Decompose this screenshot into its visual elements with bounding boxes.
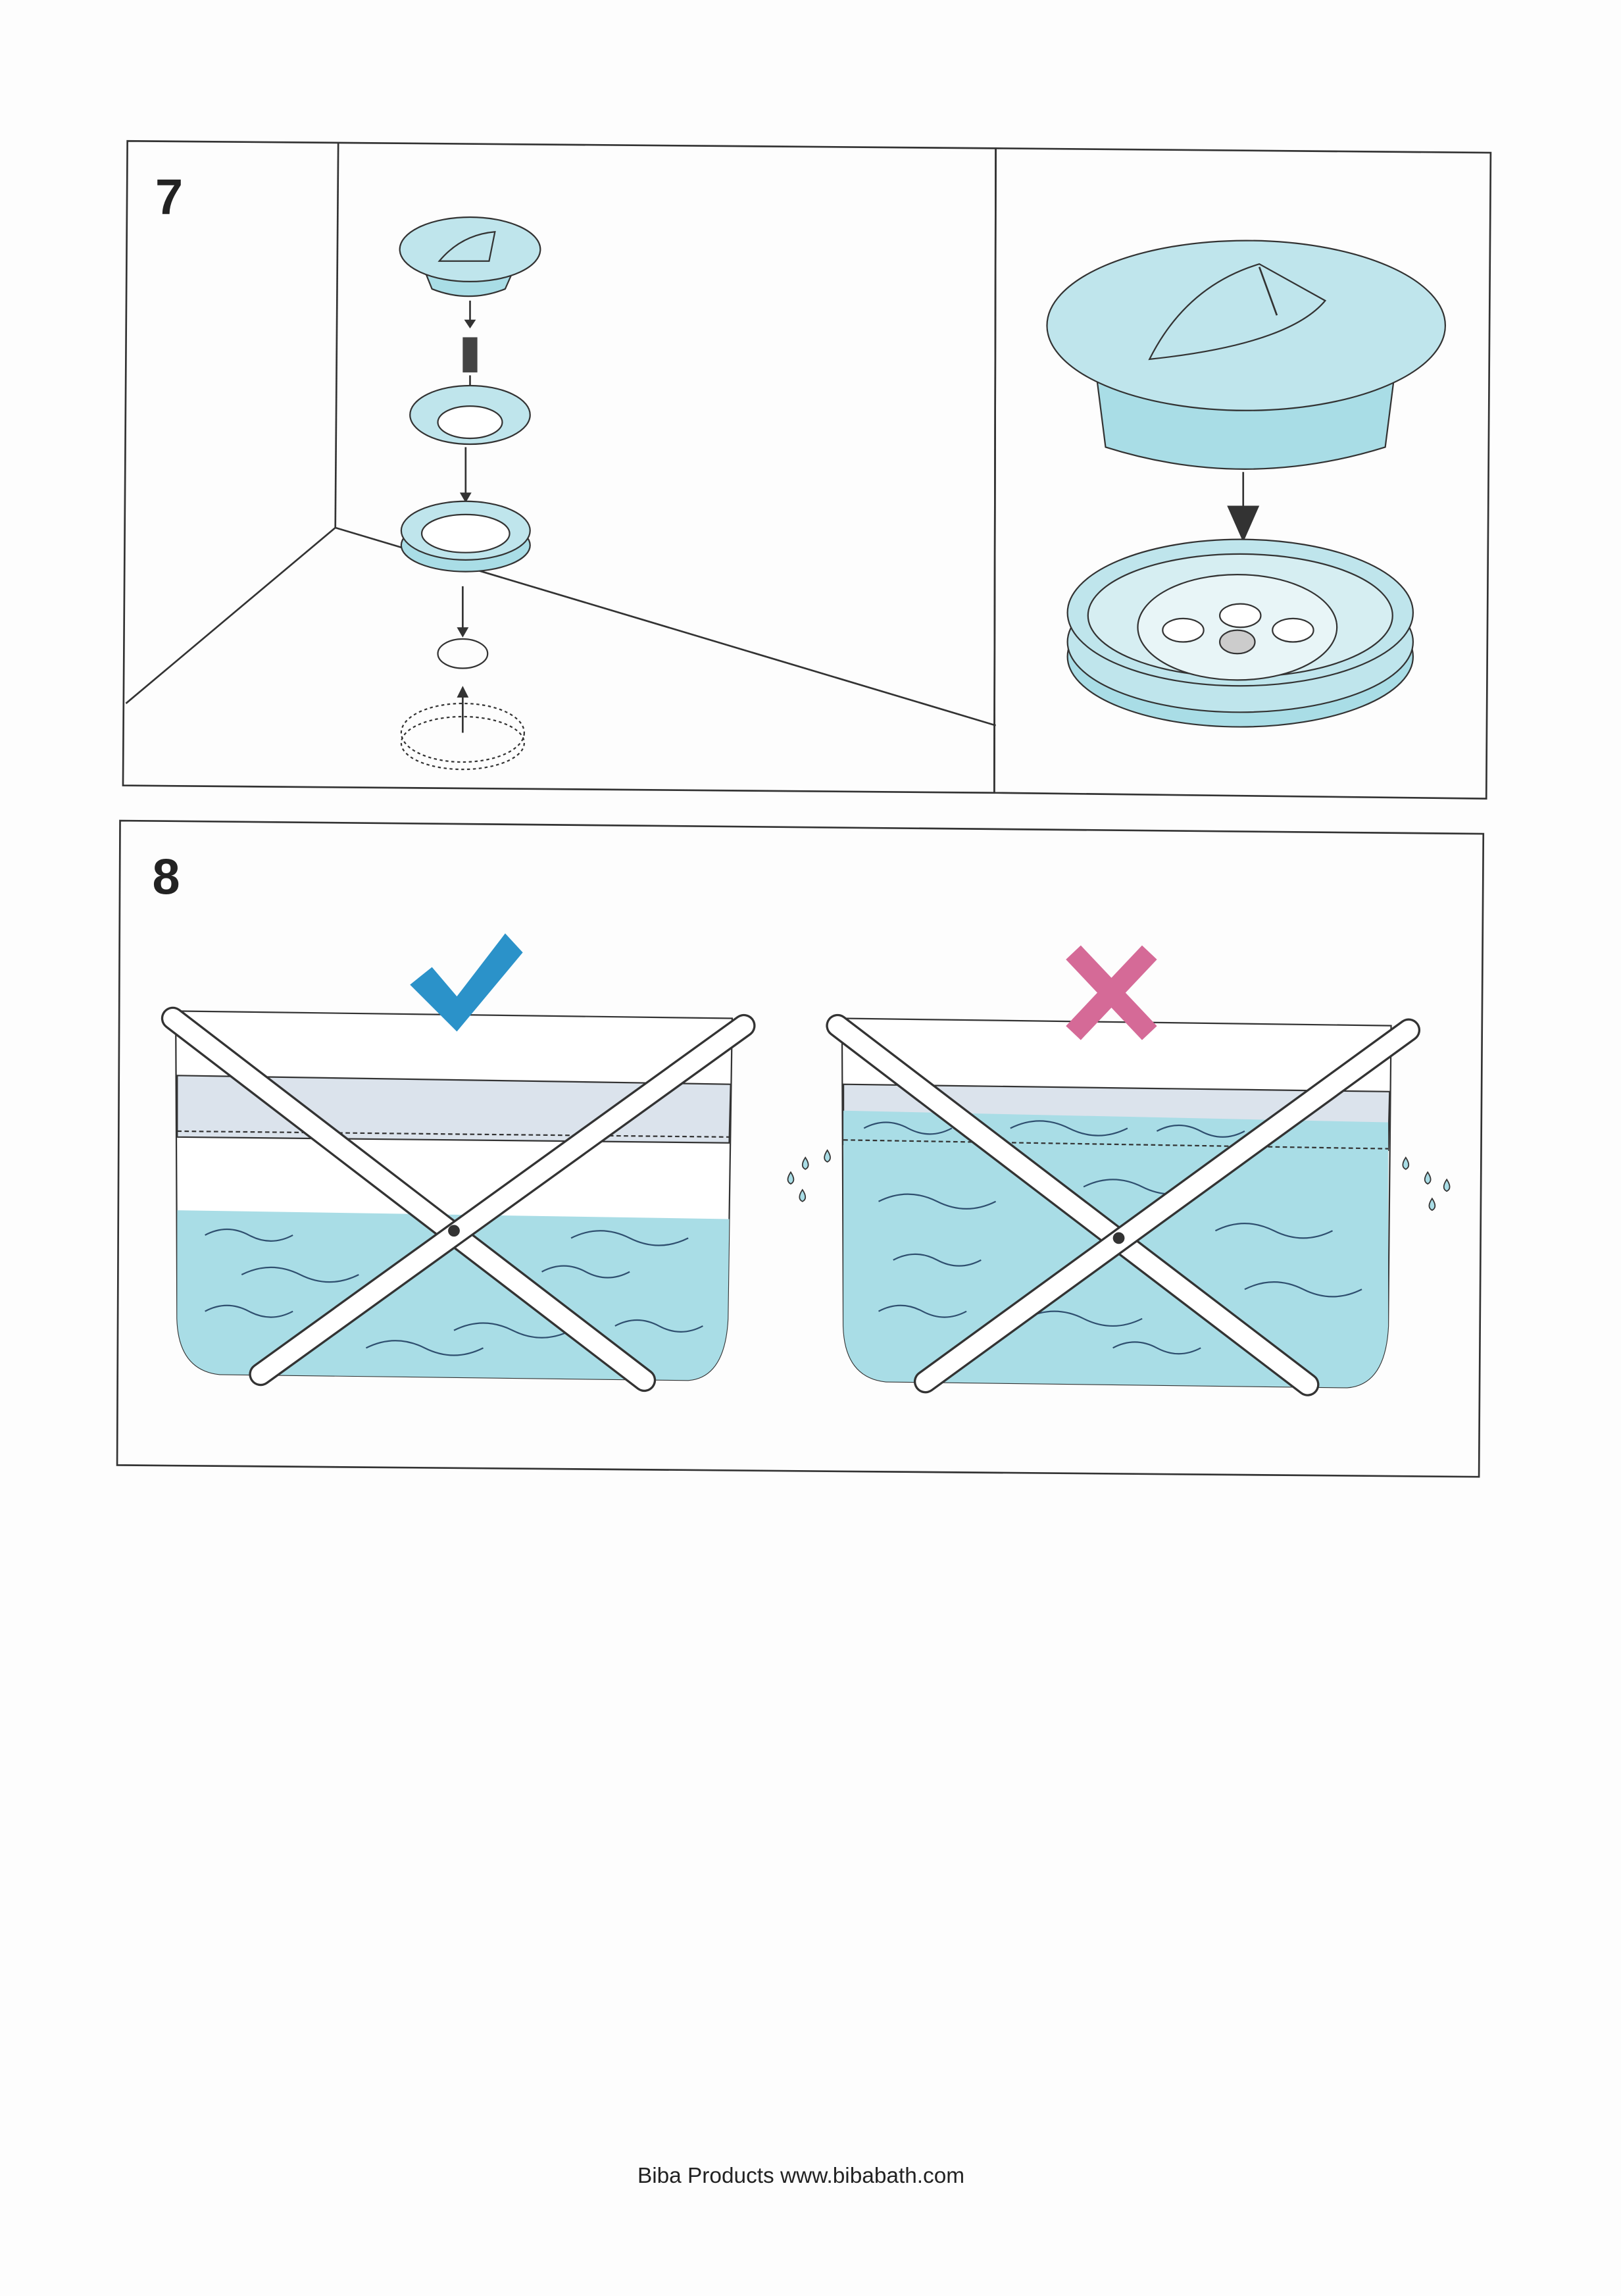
plug-exploded-view (399, 216, 541, 771)
correct-fill-tub (161, 933, 756, 1392)
step-number: 7 (155, 170, 183, 226)
step-7-left-frame (122, 140, 997, 794)
plug-closeup-drawing (1046, 240, 1447, 728)
water-drops-icon (787, 1149, 1451, 1212)
overfilled-tub (787, 945, 1451, 1396)
cross-icon (1066, 945, 1157, 1040)
bath-corner-drawing (125, 142, 996, 727)
step-8-frame (116, 819, 1485, 1478)
step-8-panel: 8 (116, 819, 1485, 1478)
step-7-right-frame (993, 147, 1492, 800)
step-7-panel: 7 (122, 140, 1492, 800)
footer-text: Biba Products www.bibabath.com (637, 2164, 964, 2188)
check-icon (410, 933, 523, 1032)
step-number: 8 (152, 849, 180, 905)
